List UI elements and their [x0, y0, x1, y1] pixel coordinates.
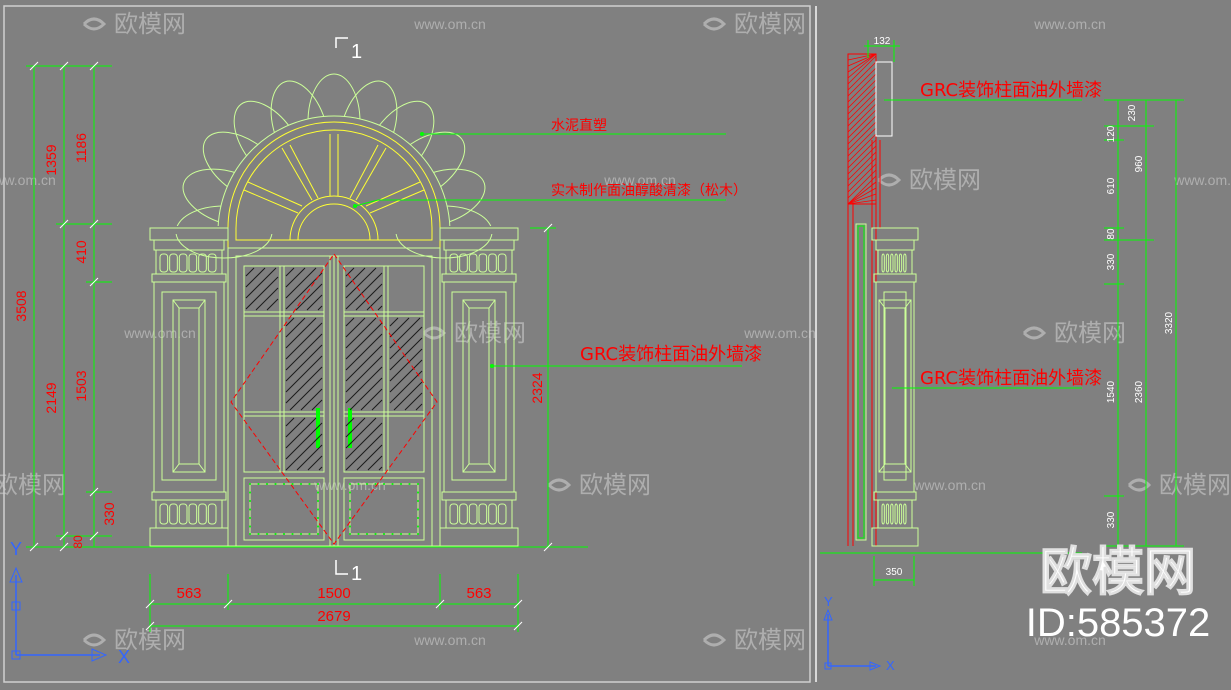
dim-1186: 1186 — [73, 133, 89, 163]
bottom-dimension-ticks — [145, 599, 523, 631]
dim-2324: 2324 — [529, 372, 545, 403]
glass-hatch — [245, 267, 423, 471]
bottom-dimensions — [149, 574, 519, 632]
side-x-axis-label: X — [886, 658, 895, 673]
dim-3508: 3508 — [13, 290, 29, 321]
dim-80: 80 — [71, 535, 85, 549]
side-y-axis-label: Y — [824, 594, 833, 609]
dim-1500: 1500 — [317, 585, 350, 602]
dim-1359: 1359 — [43, 144, 59, 175]
brand-badge-name: 欧模网 — [1040, 543, 1196, 603]
watermark-site: www.om.cn — [413, 16, 486, 32]
left-dimensions — [26, 65, 112, 548]
watermark-layer: 欧模网欧模网欧模网欧模网欧模网欧模网欧模网欧模网欧模网欧模网欧模网www.om.… — [0, 10, 1231, 654]
watermark-site: www.om.cn — [1033, 632, 1106, 648]
left-dimension-labels: 3508 1359 2149 80 1186 410 1503 330 — [13, 133, 117, 549]
label-grc-side-mid: GRC装饰柱面油外墙漆 — [920, 368, 1102, 389]
dim-1503: 1503 — [73, 370, 89, 401]
dim-1540: 1540 — [1106, 380, 1117, 403]
right-dimension: 2324 — [529, 223, 556, 552]
side-column — [871, 227, 919, 547]
watermark-site: www.om.cn — [0, 172, 56, 188]
label-cement-molded: 水泥直塑 — [551, 117, 607, 134]
watermark-brand: 欧模网 — [0, 471, 66, 499]
front-y-axis-label: Y — [10, 539, 22, 559]
diamond-outline — [230, 253, 438, 545]
watermark-site: www.om.cn — [743, 325, 816, 341]
side-bottom-dimension: 350 — [873, 556, 915, 586]
dim-2360: 2360 — [1134, 380, 1145, 403]
watermark-site: www.om.cn — [413, 632, 486, 648]
brand-badge-id: ID:585372 — [1026, 601, 1211, 645]
watermark-brand: 欧模网 — [114, 10, 186, 38]
watermark-site: www.om.cn — [913, 477, 986, 493]
left-column — [149, 227, 229, 547]
dim-330-side-top: 330 — [1106, 253, 1117, 270]
side-dimension-lines — [1104, 99, 1184, 547]
dim-610: 610 — [1106, 177, 1117, 194]
right-column — [439, 227, 519, 547]
dim-120: 120 — [1106, 125, 1117, 142]
watermark-site: www.om.cn — [123, 325, 196, 341]
annotation-leaders — [354, 133, 742, 367]
side-ucs-icon: Y X — [823, 594, 895, 673]
dim-80-side: 80 — [1106, 228, 1117, 240]
section-mark-bottom-label: 1 — [351, 563, 362, 585]
watermark-brand: 欧模网 — [1159, 471, 1231, 499]
arched-transom-window — [227, 121, 441, 249]
dim-563-left: 563 — [176, 585, 201, 602]
left-dimension-ticks — [29, 61, 99, 552]
dim-3320: 3320 — [1164, 311, 1175, 334]
dim-410: 410 — [73, 240, 89, 264]
side-top-dimension: 132 — [864, 36, 900, 62]
section-mark-top-label: 1 — [351, 41, 362, 63]
section-mark-bottom: 1 — [335, 560, 362, 585]
double-door — [227, 247, 441, 547]
label-solid-wood: 实木制作面油醇酸清漆（松木） — [551, 182, 747, 199]
section-mark-top: 1 — [335, 37, 362, 63]
dim-960: 960 — [1134, 155, 1145, 172]
front-ucs-icon: Y X — [9, 539, 130, 667]
dim-330-side-bottom: 330 — [1106, 511, 1117, 528]
label-grc-side-top: GRC装饰柱面油外墙漆 — [920, 80, 1102, 101]
watermark-brand: 欧模网 — [734, 10, 806, 38]
bottom-dimension-labels: 563 1500 563 2679 — [176, 585, 491, 625]
watermark-brand: 欧模网 — [734, 626, 806, 654]
watermark-brand: 欧模网 — [909, 166, 981, 194]
dim-563-right: 563 — [466, 585, 491, 602]
watermark-brand: 欧模网 — [579, 471, 651, 499]
brand-badge: 欧模网 ID:585372 — [1026, 543, 1211, 646]
side-dimension-labels: 230 120 610 80 330 1540 330 960 2360 332… — [1106, 104, 1175, 528]
dim-2679: 2679 — [317, 608, 350, 625]
dim-230: 230 — [1127, 104, 1138, 121]
dim-2149: 2149 — [43, 382, 59, 413]
watermark-site: www.om.cn — [1033, 16, 1106, 32]
side-section: 132 350 GRC装饰柱面油外墙漆 GRC装饰柱面油外墙漆 — [820, 36, 1184, 673]
dim-350: 350 — [886, 567, 903, 578]
dim-132: 132 — [874, 36, 891, 47]
front-elevation: 3508 1359 2149 80 1186 410 1503 330 2324 — [9, 37, 762, 667]
label-grc-front: GRC装饰柱面油外墙漆 — [580, 344, 762, 365]
watermark-site: www.om.cn — [1173, 172, 1231, 188]
front-viewport-frame — [3, 5, 811, 683]
watermark-site: www.om.cn — [603, 172, 676, 188]
watermark-brand: 欧模网 — [454, 319, 526, 347]
front-x-axis-label: X — [118, 647, 130, 667]
fan-ornament — [150, 73, 518, 259]
dim-330: 330 — [101, 502, 117, 526]
panel-rivets — [249, 483, 419, 535]
section-wall-hatch — [847, 53, 877, 205]
watermark-brand: 欧模网 — [1054, 319, 1126, 347]
